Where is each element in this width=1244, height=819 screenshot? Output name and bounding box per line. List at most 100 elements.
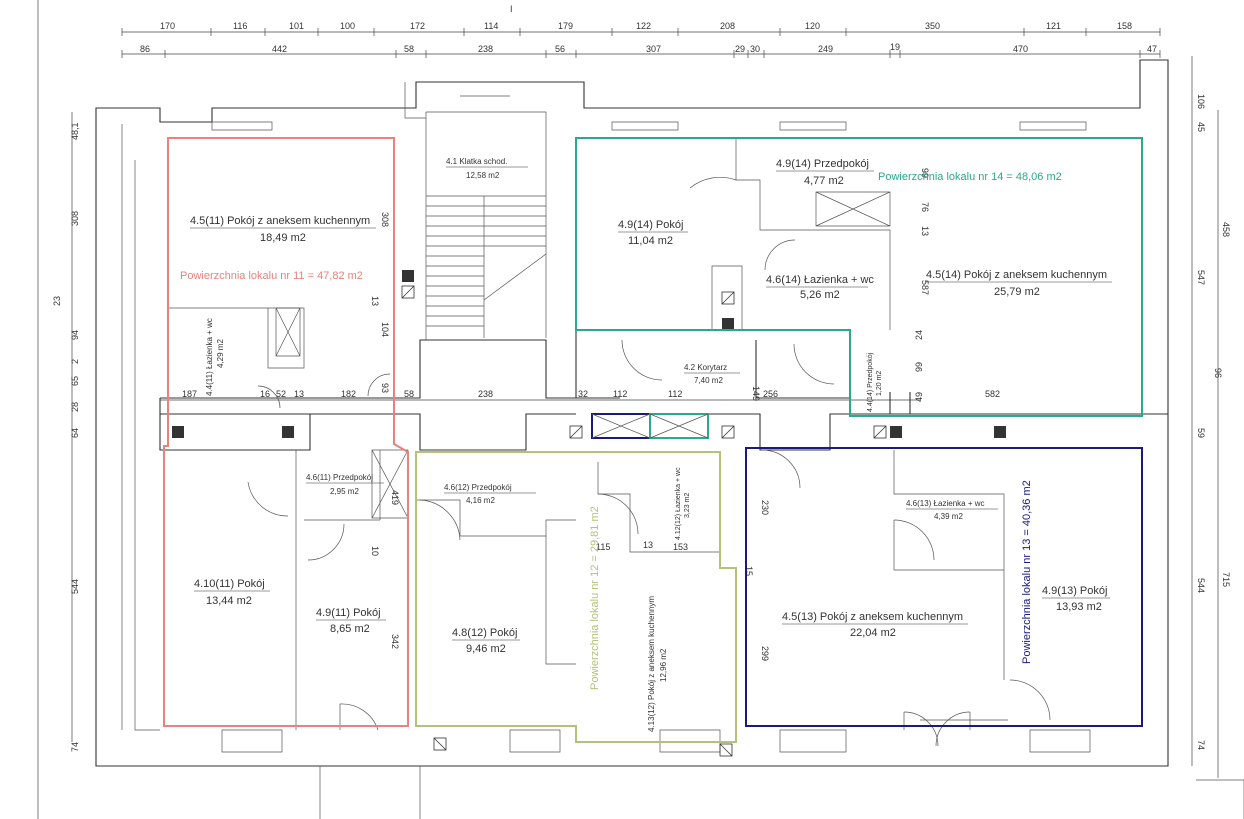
room-name: 4.6(14) Łazienka + wc	[766, 274, 874, 286]
room-name: 4.9(13) Pokój	[1042, 585, 1107, 597]
room-area: 3,23 m2	[684, 493, 691, 518]
dim-label: 470	[1013, 44, 1028, 54]
dim-label: 101	[289, 21, 304, 31]
room-area: 18,49 m2	[260, 232, 306, 244]
room-area: 4,39 m2	[934, 512, 963, 521]
dim-label: 230	[760, 500, 770, 515]
room-label-4-5-13: 4.5(13) Pokój z aneksem kuchennym 22,04 …	[782, 611, 968, 639]
dim-label: 100	[340, 21, 355, 31]
room-name: 4.1 Klatka schod.	[446, 157, 507, 166]
room-label-4-9-14-hall: 4.9(14) Przedpokój 4,77 m2	[776, 158, 874, 187]
dim-label: 238	[478, 44, 493, 54]
dim-label: 544	[1196, 578, 1206, 593]
dim-label: 76	[920, 202, 930, 212]
room-area: 22,04 m2	[850, 627, 896, 639]
room-label-4-12-12: 4.12(12) Łazienka + wc 3,23 m2	[675, 467, 691, 540]
dim-label: 299	[760, 646, 770, 661]
room-name: 4.9(14) Przedpokój	[776, 158, 869, 170]
dim-label: 56	[555, 44, 565, 54]
building-walls	[95, 59, 1244, 819]
room-area: 8,65 m2	[330, 623, 370, 635]
dim-label: 587	[920, 280, 930, 295]
dim-label: 307	[646, 44, 661, 54]
room-area: 9,46 m2	[466, 643, 506, 655]
room-area: 11,04 m2	[628, 235, 673, 247]
dim-label: 96	[1213, 368, 1223, 378]
shaft-marker-icon	[721, 291, 735, 305]
dim-label: 121	[1046, 21, 1061, 31]
dim-label: 16	[260, 389, 270, 399]
dim-label: 256	[763, 389, 778, 399]
dim-label: 47	[1147, 44, 1157, 54]
dim-label: 13	[920, 226, 930, 236]
dim-label: 45	[1196, 122, 1206, 132]
room-name: 4.9(14) Pokój	[618, 219, 683, 231]
dim-label: 179	[558, 21, 573, 31]
dim-label: 112	[613, 389, 627, 399]
dim-label: 442	[272, 44, 287, 54]
dim-label: 350	[925, 21, 940, 31]
dim-label: 24	[914, 330, 924, 340]
unit-12-outline	[415, 451, 737, 743]
dim-label: 32	[578, 389, 588, 399]
dim-label: 74	[1196, 740, 1206, 750]
room-name: 4.6(12) Przedpokój	[444, 483, 512, 492]
dim-label: 13	[370, 296, 380, 306]
room-area: 25,79 m2	[994, 286, 1040, 298]
unit-14-shaft-box	[649, 413, 709, 439]
left-dimension-column: 48,1 308 23 94 2 65 28 64 544 74	[52, 122, 80, 752]
room-name: 4.4(11) Łazienka + wc	[205, 318, 214, 396]
shaft-marker-icon	[172, 426, 184, 438]
dim-label: 13	[294, 389, 304, 399]
dim-label: 64	[70, 428, 80, 438]
shaft-marker-icon	[994, 426, 1006, 438]
dim-label: 116	[233, 21, 247, 31]
room-area: 12,96 m2	[659, 648, 668, 682]
dim-label: 238	[478, 389, 493, 399]
dim-label: 59	[1196, 428, 1206, 438]
room-label-4-5-11: 4.5(11) Pokój z aneksem kuchennym 18,49 …	[190, 215, 376, 244]
dim-label: 115	[596, 542, 610, 552]
shaft-marker-icon	[401, 285, 415, 299]
room-label-4-2: 4.2 Korytarz 7,40 m2	[684, 363, 740, 385]
room-label-4-5-14: 4.5(14) Pokój z aneksem kuchennym 25,79 …	[926, 269, 1112, 298]
dim-label: 106	[1196, 94, 1206, 109]
unit-14-outline	[575, 137, 1143, 417]
room-name: 4.5(14) Pokój z aneksem kuchennym	[926, 269, 1107, 281]
top-marker: I	[510, 4, 513, 14]
dim-label: 120	[805, 21, 820, 31]
dim-label: 48,1	[70, 122, 80, 140]
room-label-4-9-13: 4.9(13) Pokój 13,93 m2	[1042, 585, 1110, 613]
unit-14-area-label: Powierzchnia lokalu nr 14 = 48,06 m2	[878, 171, 1062, 183]
room-label-4-6-14: 4.6(14) Łazienka + wc 5,26 m2	[766, 274, 874, 301]
dim-label: 65	[70, 376, 80, 386]
room-area: 7,40 m2	[694, 376, 723, 385]
dimension-lines	[37, 0, 1219, 819]
unit-outlines	[163, 137, 1143, 743]
unit-13-outline	[745, 447, 1143, 727]
shaft-marker-icon	[719, 743, 733, 757]
room-name: 4.8(12) Pokój	[452, 627, 517, 639]
unit-13-area-label: Powierzchnia lokalu nr 13 = 40,36 m2	[1021, 480, 1033, 664]
dim-label: 23	[52, 296, 62, 306]
shaft-marker-icon	[721, 425, 735, 439]
dim-label: 74	[70, 742, 80, 752]
dim-label: 582	[985, 389, 1000, 399]
room-label-4-6-11: 4.6(11) Przedpokój 2,95 m2	[306, 473, 384, 496]
shaft-marker-icon	[873, 425, 887, 439]
room-label-4-9-14-room: 4.9(14) Pokój 11,04 m2	[618, 219, 688, 247]
room-label-4-4-11: 4.4(11) Łazienka + wc 4,29 m2	[205, 318, 225, 396]
room-name: 4.5(11) Pokój z aneksem kuchennym	[190, 215, 370, 227]
room-label-4-4-14: 4.4(14) Przedpokój 1,20 m2	[867, 352, 883, 412]
room-area: 4,16 m2	[466, 496, 495, 505]
room-name: 4.2 Korytarz	[684, 363, 727, 372]
dim-label: 182	[341, 389, 356, 399]
room-area: 13,44 m2	[206, 595, 252, 607]
ventilation-shafts	[172, 270, 1006, 757]
shaft-marker-icon	[569, 425, 583, 439]
room-label-4-10-11: 4.10(11) Pokój 13,44 m2	[194, 578, 270, 607]
room-area: 13,93 m2	[1056, 601, 1102, 613]
dim-label: 153	[673, 542, 688, 552]
dim-label: 172	[410, 21, 425, 31]
